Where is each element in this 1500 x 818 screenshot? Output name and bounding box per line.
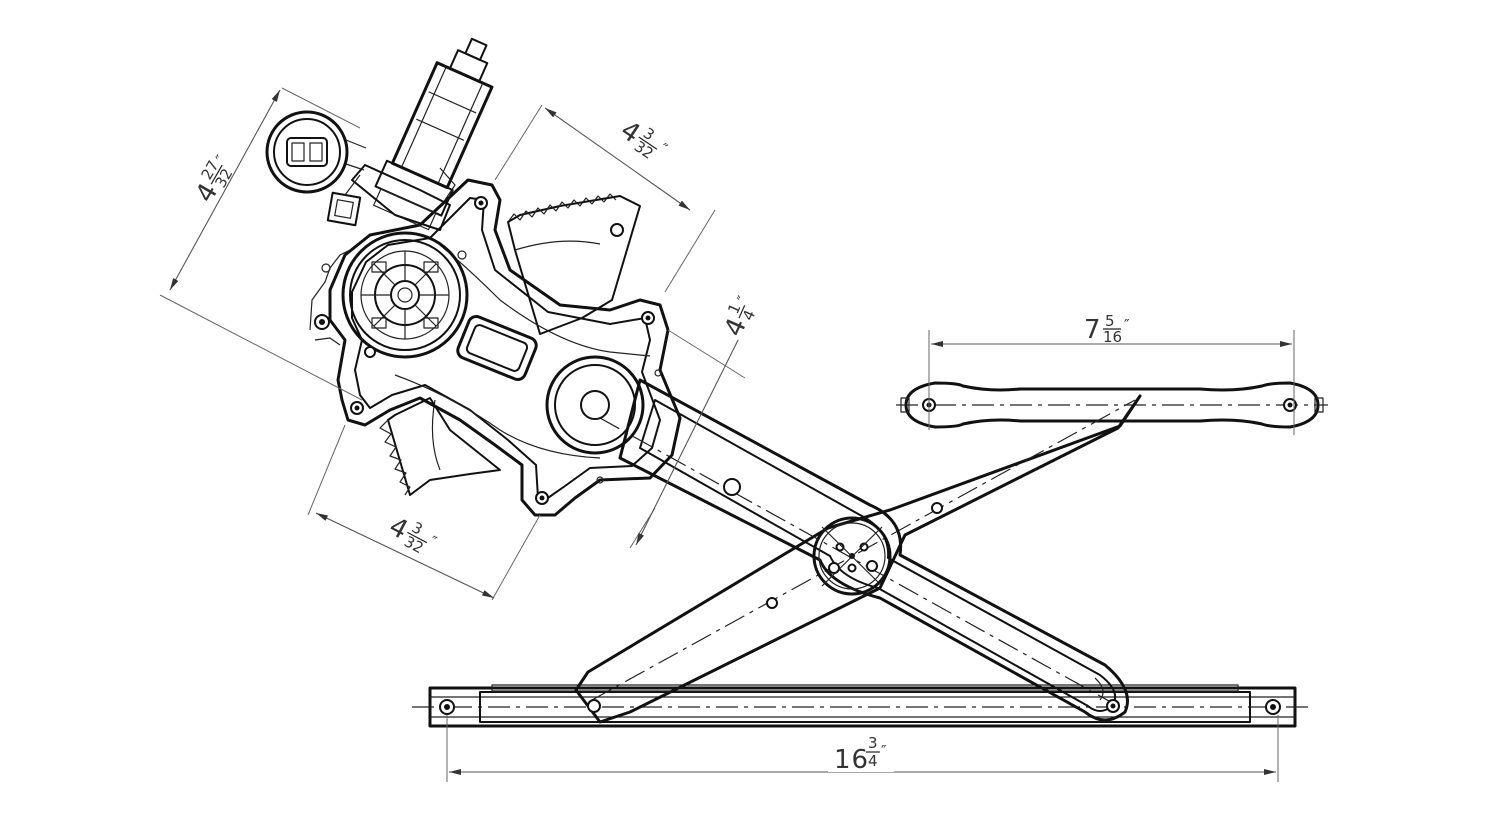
dimension-bracket-depth: 4 1 4 ″ <box>629 282 764 549</box>
dim-top-num: 5 <box>1105 312 1115 330</box>
secondary-arm-pivot <box>587 699 601 713</box>
dim-bottom-mark: ″ <box>881 742 887 760</box>
dim-bottom-whole: 16 <box>834 745 869 775</box>
dim-bottom-num: 3 <box>868 734 878 752</box>
dim-bottom-den: 4 <box>868 752 878 770</box>
bottom-rail <box>412 684 1312 728</box>
dimension-bottom-length: 16 3 4 ″ <box>446 715 1279 782</box>
center-pivot <box>812 516 892 596</box>
secondary-arm <box>574 394 1142 724</box>
dim-top-mark: ″ <box>1124 316 1130 334</box>
dim-top-den: 16 <box>1103 328 1122 346</box>
dimension-motor-height: 4 27 32 ″ <box>159 87 363 401</box>
top-rail <box>896 381 1328 429</box>
motor-assembly <box>326 37 494 231</box>
backplate-bracket <box>328 178 682 517</box>
dim-top-whole: 7 <box>1084 315 1102 345</box>
dimension-top-rail: 7 5 16 ″ <box>928 312 1295 435</box>
drive-hub <box>309 231 469 359</box>
